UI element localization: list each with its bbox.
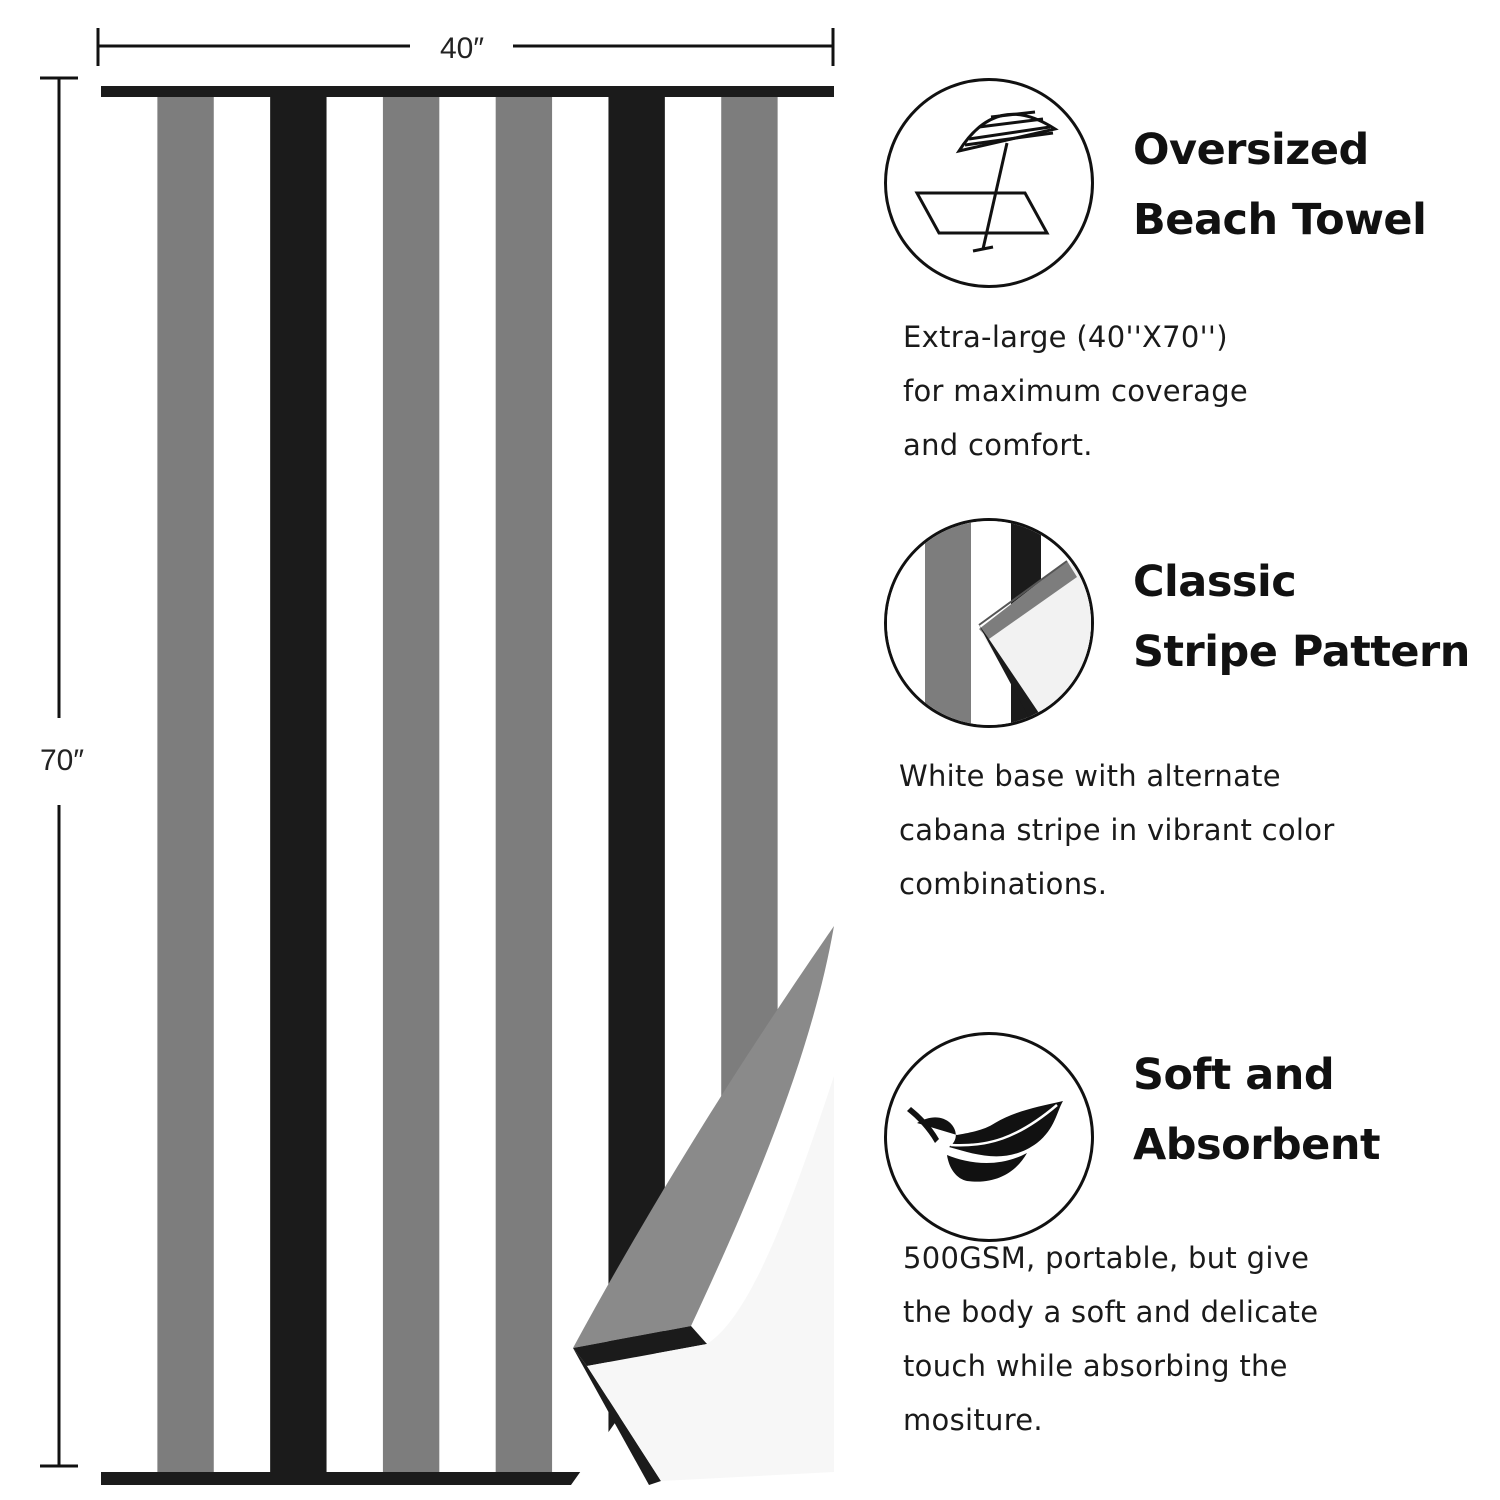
feature-description: 500GSM, portable, but give the body a so… xyxy=(903,1241,1319,1437)
feature-description: White base with alternate cabana stripe … xyxy=(899,759,1335,901)
towel-top-hem xyxy=(101,86,834,97)
towel-stripe-white xyxy=(439,86,497,1485)
feather-icon xyxy=(907,1101,1063,1182)
feature-title: Oversized Beach Towel xyxy=(1133,125,1427,245)
feature-description: Extra-large (40''X70'') for maximum cove… xyxy=(903,320,1249,462)
feature-icon-circle xyxy=(884,1032,1094,1242)
feature-title: Soft and Absorbent xyxy=(1133,1050,1381,1170)
stripe-swatch-icon xyxy=(887,521,1091,725)
towel-stripe-grey xyxy=(495,86,553,1485)
dimension-lines xyxy=(40,28,835,1468)
towel-stripe-white xyxy=(326,86,384,1485)
striped-beach-towel xyxy=(101,86,834,1485)
height-dimension-label: 70″ xyxy=(40,744,84,777)
towel-stripe-white xyxy=(213,86,271,1485)
towel-stripe-black xyxy=(270,86,328,1485)
width-dimension-label: 40″ xyxy=(440,32,484,65)
feature-icon-circle xyxy=(884,78,1094,288)
towel-stripe-white xyxy=(101,86,158,1485)
towel-stripe-white xyxy=(552,86,610,1485)
feature-icon-circle xyxy=(884,518,1094,728)
towel-stripe-grey xyxy=(157,86,215,1485)
towel-stripe-grey xyxy=(382,86,440,1485)
beach-umbrella-icon xyxy=(914,110,1059,253)
feature-title: Classic Stripe Pattern xyxy=(1133,557,1470,677)
towel-folded-corner xyxy=(571,926,834,1485)
